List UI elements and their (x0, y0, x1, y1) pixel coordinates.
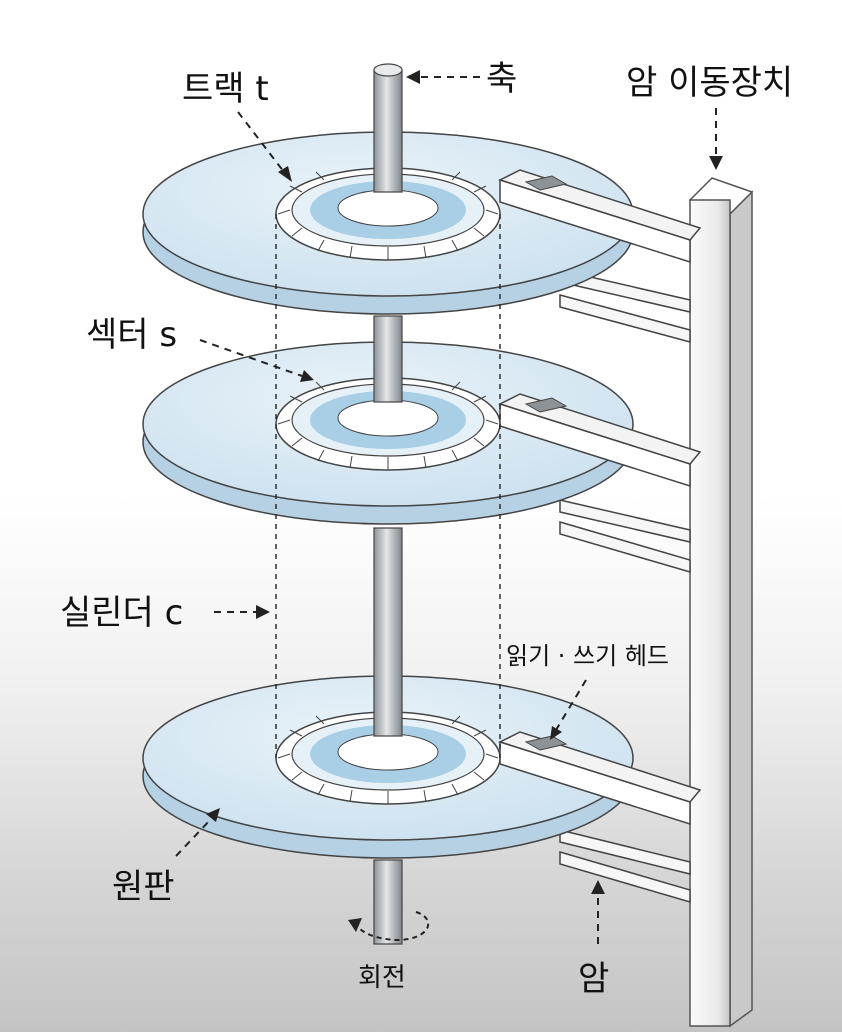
arrow-cylinder (214, 605, 270, 619)
label-track: 트랙 t (182, 69, 269, 109)
arrow-spindle (406, 70, 480, 84)
arrow-actuator (709, 108, 723, 170)
label-sector: 섹터 s (86, 315, 177, 355)
arrow-platter (175, 808, 220, 857)
label-cylinder: 실린더 c (60, 593, 183, 633)
arm-1 (498, 169, 702, 264)
label-spindle: 축 (486, 59, 517, 99)
arrow-rw-head (550, 679, 587, 740)
arrow-track (237, 111, 292, 182)
actuator-post (688, 177, 754, 1028)
label-rotation: 회전 (358, 963, 406, 993)
label-platter: 원판 (112, 867, 175, 907)
arm-3 (498, 731, 702, 826)
arrow-sector (199, 339, 314, 382)
platter-1 (142, 131, 691, 343)
cylinder-outline (275, 214, 501, 758)
label-arm: 암 (578, 959, 609, 999)
platter-3 (142, 675, 691, 904)
label-rw-head: 읽기 · 쓰기 헤드 (506, 642, 669, 670)
platter-2 (142, 341, 691, 574)
rotation-arrow-icon (348, 911, 430, 942)
arrow-arm (591, 880, 605, 944)
label-actuator: 암 이동장치 (626, 63, 793, 103)
spindle (373, 63, 403, 945)
